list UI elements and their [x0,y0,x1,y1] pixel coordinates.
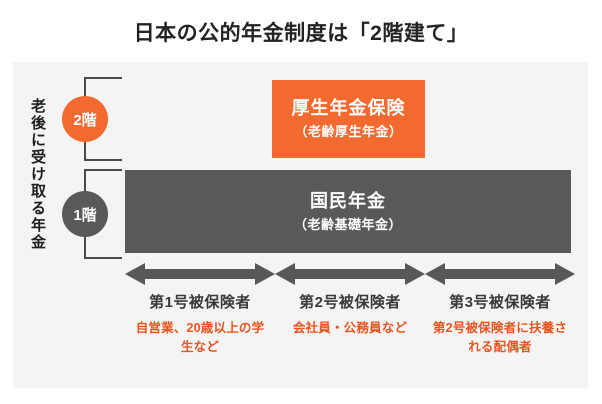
category-description-3: 第2号被保険者に扶養される配偶者 [432,321,568,354]
floor-badge-2: 2階 [62,96,108,142]
category-column-1: 第1号被保険者 自営業、20歳以上の学生など [125,292,275,357]
category-title-2: 第2号被保険者 [299,294,401,311]
category-title-3: 第3号被保険者 [449,294,551,311]
scheme-title-kokumin: 国民年金 [310,190,386,211]
range-arrow-3 [425,261,575,287]
floor-badge-1: 1階 [62,191,108,237]
category-description-2: 会社員・公務員など [292,321,408,335]
arrows-row [125,261,575,287]
scheme-box-kosei-nenkin: 厚生年金保険 （老齢厚生年金） [272,80,425,158]
scheme-subtitle-kosei: （老齢厚生年金） [294,124,403,139]
vertical-axis-label: 老後に受け取る年金 [29,97,46,251]
category-description-1: 自営業、20歳以上の学生など [135,321,265,354]
page-title: 日本の公的年金制度は「2階建て」 [133,22,469,45]
range-arrow-1 [125,261,275,287]
category-column-3: 第3号被保険者 第2号被保険者に扶養される配偶者 [425,292,575,357]
category-title-1: 第1号被保険者 [149,294,251,311]
categories-row: 第1号被保険者 自営業、20歳以上の学生など 第2号被保険者 会社員・公務員など… [125,292,575,382]
scheme-box-kokumin-nenkin: 国民年金 （老齢基礎年金） [125,170,571,253]
range-arrow-2 [275,261,425,287]
scheme-subtitle-kokumin: （老齢基礎年金） [293,216,402,232]
category-column-2: 第2号被保険者 会社員・公務員など [275,292,425,338]
scheme-title-kosei: 厚生年金保険 [291,98,406,118]
